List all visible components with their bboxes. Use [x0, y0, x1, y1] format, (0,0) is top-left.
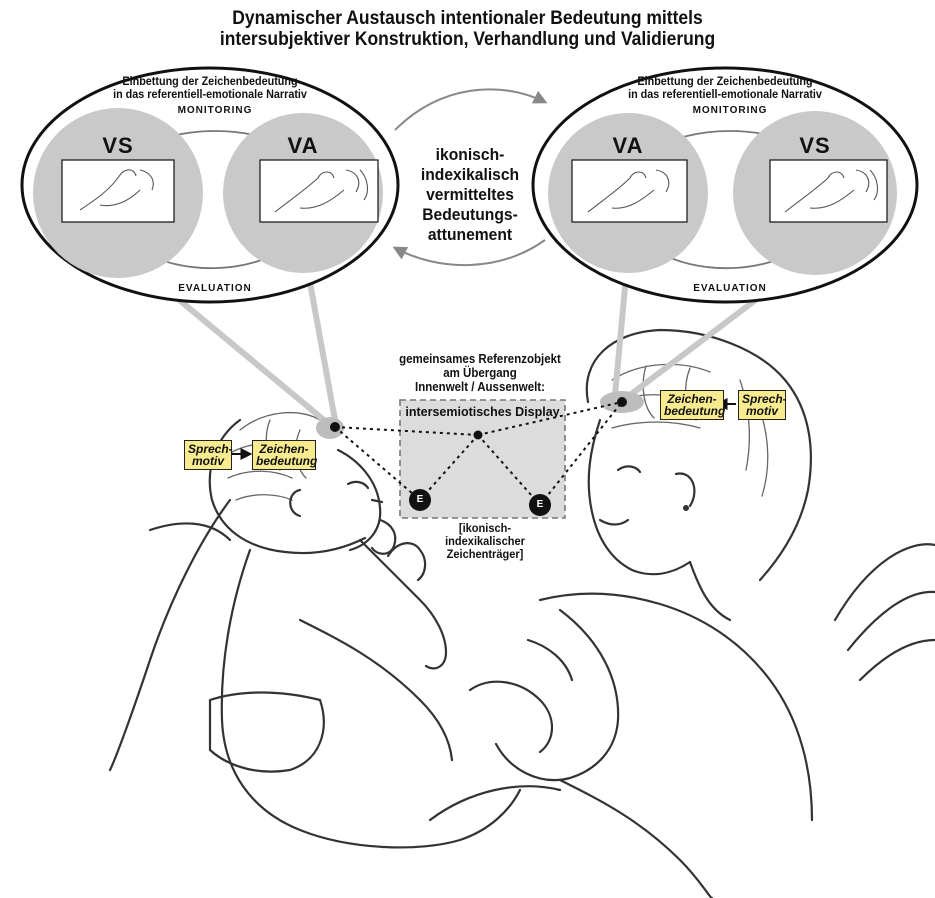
- right-sprech-motiv-tag: Sprech- motiv: [738, 390, 787, 420]
- center-line-1: ikonisch-: [435, 145, 505, 164]
- right-e-node: E: [529, 494, 551, 516]
- right-first-label: VA: [612, 133, 644, 158]
- center-line-4: Bedeutungs-: [422, 205, 518, 224]
- display-center-node: [473, 430, 483, 440]
- right-monitoring-label: MONITORING: [692, 105, 768, 116]
- infant-arm: [358, 538, 448, 670]
- left-embedding-line-2: in das referentiell-emotionale Narrativ: [113, 87, 307, 101]
- center-line-2: indexikalisch: [420, 165, 520, 184]
- left-zeichen-line-1: Zeichen-: [259, 442, 309, 456]
- right-zeichen-line-2: bedeutung: [664, 404, 726, 418]
- mother-torso: [558, 778, 714, 898]
- infant-hand-mouth: [370, 518, 397, 555]
- left-zeichen-line-2: bedeutung: [256, 454, 318, 468]
- right-sprech-line-1: Sprech-: [742, 392, 787, 406]
- left-monitoring-label: MONITORING: [177, 105, 253, 116]
- mother-shoulder: [538, 592, 814, 822]
- left-sprech-motiv-tag: Sprech- motiv: [184, 440, 233, 470]
- title-line-1: Dynamischer Austausch intentionaler Bede…: [232, 8, 703, 29]
- left-embedding-line-1: Einbettung der Zeichenbedeutung: [122, 74, 298, 88]
- diaper: [208, 691, 325, 773]
- mother-earring: [683, 505, 689, 511]
- pillow-edge: [833, 543, 935, 682]
- display-label: intersemiotisches Display: [405, 405, 560, 419]
- right-embedding-line-2: in das referentiell-emotionale Narrativ: [628, 87, 822, 101]
- left-frame-2: [259, 159, 379, 223]
- mother-hand: [468, 680, 553, 754]
- left-mini-sketches: [79, 169, 369, 213]
- center-line-3: vermitteltes: [426, 185, 514, 204]
- left-sprech-line-2: motiv: [191, 454, 224, 468]
- mother-eye: [616, 465, 642, 474]
- reference-line-1: gemeinsames Referenzobjekt: [399, 352, 561, 366]
- mother-mouth: [598, 518, 630, 526]
- left-e-node: E: [409, 489, 431, 511]
- right-zeichen-bedeutung-tag: Zeichen- bedeutung: [660, 390, 726, 420]
- right-zeichen-line-1: Zeichen-: [667, 392, 717, 406]
- mother-face: [587, 418, 692, 576]
- infant-face: [336, 448, 384, 552]
- reference-line-3: Innenwelt / Aussenwelt:: [415, 380, 545, 394]
- dotted-connections: [334, 401, 623, 506]
- right-frame-2: [769, 159, 888, 223]
- left-sprech-line-1: Sprech-: [188, 442, 233, 456]
- right-brain-node: [617, 397, 627, 407]
- right-second-label: VS: [799, 133, 831, 158]
- left-zeichen-bedeutung-tag: Zeichen- bedeutung: [252, 440, 318, 470]
- left-second-label: VA: [287, 133, 319, 158]
- right-embedding-line-1: Einbettung der Zeichenbedeutung: [637, 74, 813, 88]
- left-frame-1: [61, 159, 175, 223]
- infant-ear: [289, 488, 302, 518]
- center-line-5: attunement: [427, 225, 513, 244]
- left-evaluation-label: EVALUATION: [178, 283, 252, 294]
- blanket-fold: [298, 618, 562, 822]
- mother-arm: [494, 608, 620, 782]
- lower-attunement-arrow: [392, 239, 546, 267]
- carrier-line-1: [ikonisch-: [458, 521, 512, 535]
- right-evaluation-label: EVALUATION: [693, 283, 767, 294]
- title-line-2: intersubjektiver Konstruktion, Verhandlu…: [219, 29, 716, 50]
- mother-ear: [674, 472, 696, 508]
- left-brain-node: [330, 422, 340, 432]
- left-first-label: VS: [102, 133, 134, 158]
- infant-leg: [108, 498, 232, 772]
- mother-infant-sketch: [108, 328, 935, 898]
- upper-attunement-arrow: [394, 88, 548, 131]
- reference-line-2: am Übergang: [443, 366, 517, 380]
- carrier-line-2: indexikalischer: [445, 534, 525, 548]
- right-sprech-line-2: motiv: [745, 404, 778, 418]
- mother-neck: [688, 560, 732, 622]
- infant-body: [220, 548, 522, 849]
- right-frame-1: [571, 159, 688, 223]
- right-mini-sketches: [587, 169, 879, 213]
- carrier-line-3: Zeichenträger]: [446, 547, 524, 561]
